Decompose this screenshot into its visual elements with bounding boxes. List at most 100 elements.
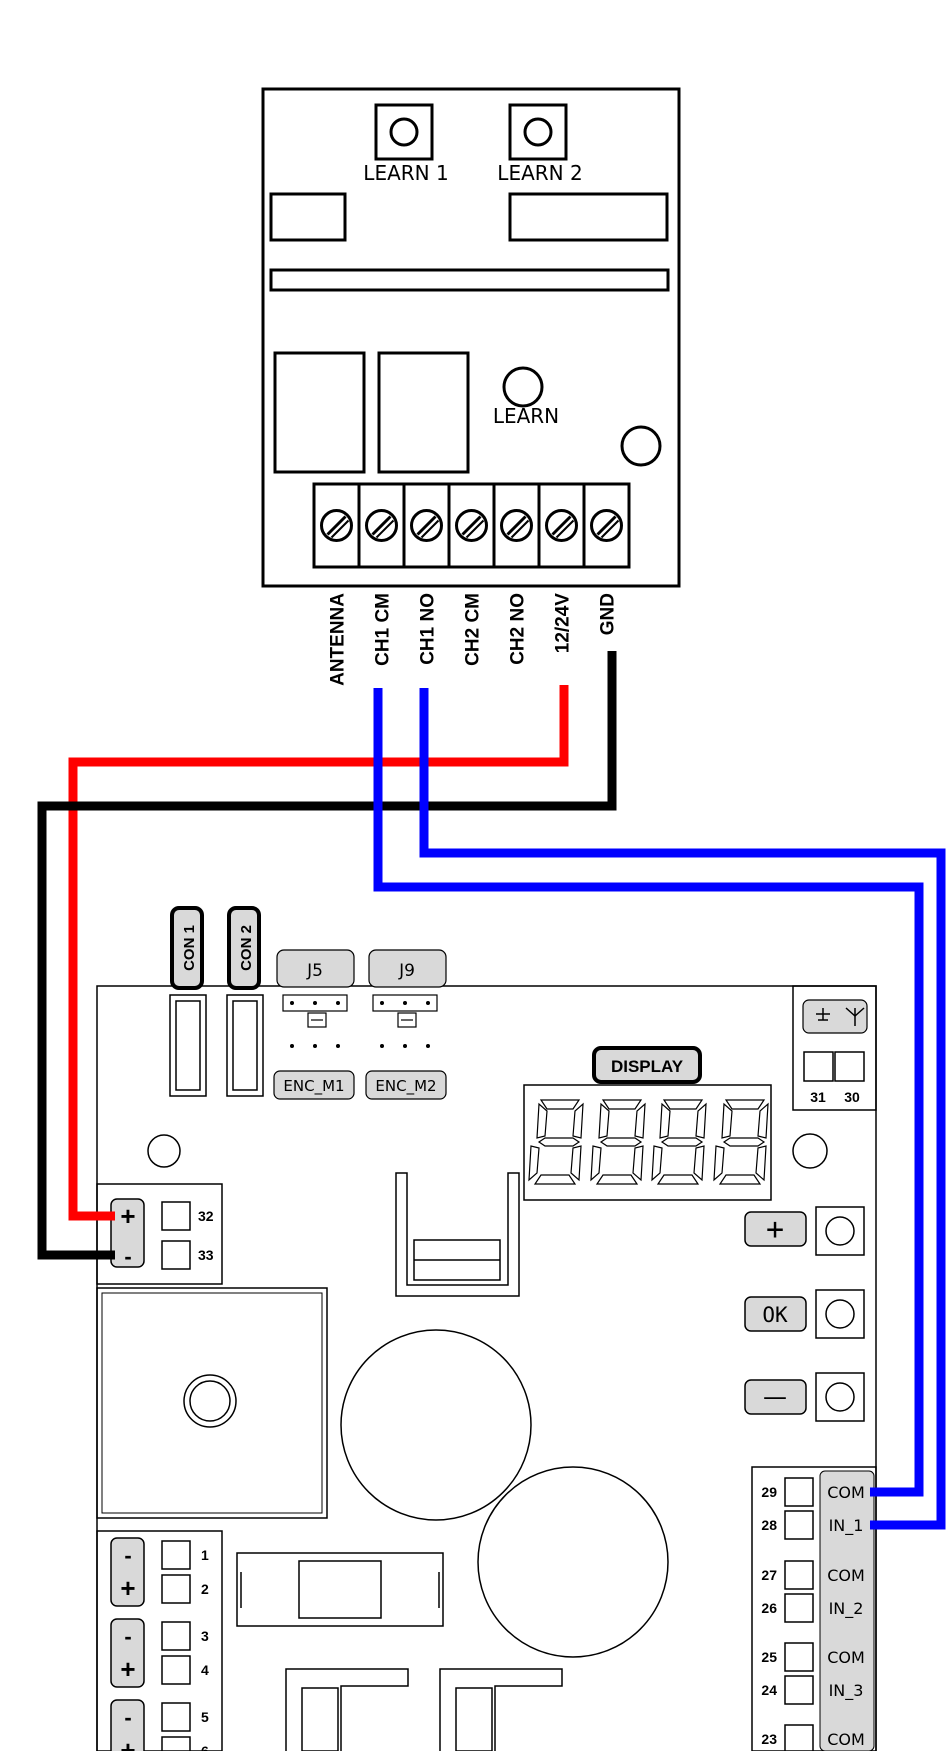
screw-terminal-icon[interactable] [582, 482, 631, 569]
input-terminal-26[interactable] [784, 1593, 814, 1623]
seven-segment-digit-icon [713, 1099, 769, 1185]
control-board: CON 1 CON 2 J5 J9 ENC_M1 ENC_M2 [96, 906, 877, 1751]
fuse-holder [236, 1552, 444, 1627]
input-terminal-number: 24 [761, 1682, 777, 1698]
left-terminal-3[interactable] [161, 1621, 191, 1651]
screw-terminal-icon[interactable] [312, 482, 361, 569]
j5-label: J5 [306, 961, 323, 981]
wire-12-24v [68, 685, 569, 1221]
center-relay [395, 1172, 520, 1297]
relay-1 [273, 351, 366, 474]
minus-button[interactable] [744, 1379, 807, 1415]
screw-terminal-block [312, 482, 631, 569]
input-terminal-27[interactable] [784, 1560, 814, 1590]
minus-switch[interactable] [815, 1372, 865, 1422]
capacitor-2 [477, 1466, 669, 1658]
ok-switch[interactable] [815, 1289, 865, 1339]
input-terminal-block [751, 1466, 877, 1751]
learn-label: LEARN [493, 404, 559, 428]
screw-terminal-icon[interactable] [402, 482, 451, 569]
plus-button[interactable] [744, 1211, 807, 1247]
terminal-31[interactable] [803, 1051, 834, 1082]
left-terminal-4[interactable] [161, 1655, 191, 1685]
screw-terminal-icon[interactable] [537, 482, 586, 569]
terminal-label: ANTENNA [328, 593, 349, 686]
power-terminal-block [96, 1183, 223, 1285]
terminal-label: 12/24V [553, 593, 574, 654]
power-terminal-sign: + [120, 1201, 135, 1231]
input-terminal-label: IN_1 [829, 1516, 864, 1536]
terminal-label: CH2 NO [508, 593, 529, 665]
mounting-hole-left [147, 1134, 181, 1168]
learn1-button[interactable] [374, 103, 434, 161]
display-tag [592, 1046, 702, 1084]
con2-connector [226, 994, 264, 1097]
con2-tag [227, 906, 261, 990]
terminal-label: CH2 CM [463, 593, 484, 666]
enc-m1-label: ENC_M1 [283, 1077, 344, 1096]
input-terminal-number: 25 [761, 1649, 777, 1665]
minus-button-label: — [763, 1383, 787, 1411]
enc-m2-label: ENC_M2 [375, 1077, 436, 1096]
left-terminal-sign: - [124, 1624, 131, 1649]
screw-terminal-icon[interactable] [447, 482, 496, 569]
left-terminal-5[interactable] [161, 1702, 191, 1732]
screw-terminal-icon[interactable] [492, 482, 541, 569]
input-terminal-24[interactable] [784, 1675, 814, 1705]
terminal-30[interactable] [834, 1051, 865, 1082]
left-terminal-number: 6 [201, 1743, 209, 1751]
input-terminal-25[interactable] [784, 1642, 814, 1672]
learn2-button[interactable] [508, 103, 568, 161]
ok-button-label: OK [762, 1303, 788, 1327]
wire-ch1-no [419, 688, 946, 1530]
input-terminal-23[interactable] [784, 1724, 814, 1751]
terminal-30-number: 30 [844, 1089, 860, 1105]
seven-segment-digit-icon [651, 1099, 707, 1185]
input-terminal-label: COM [827, 1566, 865, 1585]
left-terminal-6[interactable] [161, 1736, 191, 1751]
j9-header [372, 994, 438, 1048]
j5-header [282, 994, 348, 1048]
seven-segment-digit-icon [528, 1099, 584, 1185]
input-terminal-29[interactable] [784, 1477, 814, 1507]
wire-gnd [37, 651, 617, 1260]
receiver-strip [269, 268, 670, 292]
learn-button[interactable] [502, 366, 544, 408]
lower-connector-2 [439, 1668, 563, 1751]
plus-switch[interactable] [815, 1206, 865, 1256]
power-terminal-32[interactable] [161, 1201, 191, 1231]
power-terminal-sign: - [124, 1244, 131, 1269]
receiver-mounting-hole [620, 425, 662, 467]
left-terminal-sign: + [120, 1573, 135, 1603]
input-terminal-number: 29 [761, 1484, 777, 1500]
j9-tag [368, 949, 447, 988]
input-terminal-28[interactable] [784, 1510, 814, 1540]
power-terminals: +32 - 33 [120, 1201, 214, 1270]
antenna-terminal-block [792, 985, 877, 1111]
left-terminal-2[interactable] [161, 1574, 191, 1604]
left-terminal-number: 5 [201, 1709, 209, 1725]
left-terminal-block [96, 1530, 223, 1751]
mounting-hole-right [792, 1133, 828, 1169]
left-terminal-number: 2 [201, 1581, 209, 1597]
left-terminal-sign: - [124, 1543, 131, 1568]
wires [37, 651, 946, 1530]
input-terminal-label: COM [827, 1483, 865, 1502]
power-terminal-number: 33 [198, 1247, 214, 1263]
seven-segment-display [528, 1099, 769, 1185]
power-terminal-number: 32 [198, 1208, 214, 1224]
left-terminal-1[interactable] [161, 1540, 191, 1570]
screw-terminal-icon[interactable] [357, 482, 406, 569]
display-window [523, 1084, 772, 1201]
power-terminal-33[interactable] [161, 1240, 191, 1270]
con2-label: CON 2 [238, 925, 255, 971]
ok-button[interactable] [744, 1296, 807, 1332]
wire-ch1-cm [373, 688, 924, 1497]
input-terminal-number: 23 [761, 1731, 777, 1747]
terminal-31-number: 31 [810, 1089, 826, 1105]
display-label: DISPLAY [611, 1057, 684, 1076]
input-terminal-number: 28 [761, 1517, 777, 1533]
